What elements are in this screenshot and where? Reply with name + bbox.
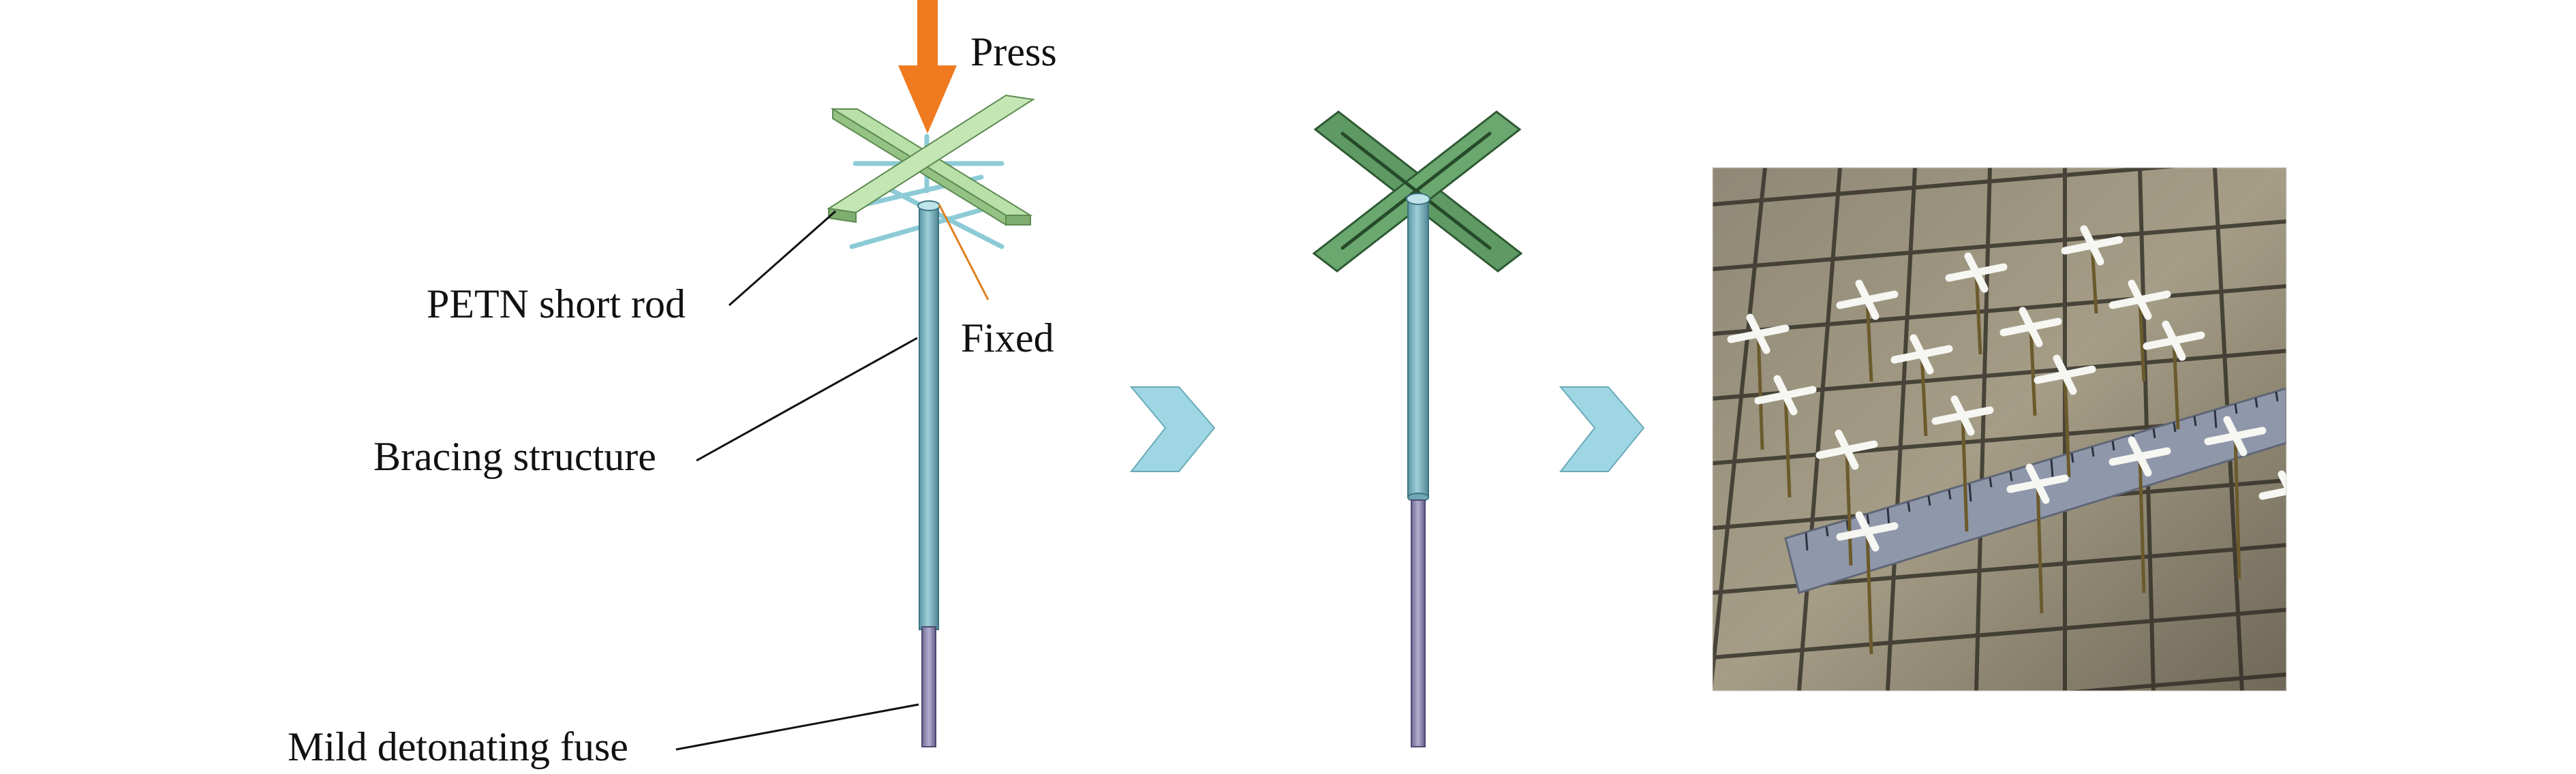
grid-line — [2290, 168, 2331, 691]
ruler-tick — [2254, 397, 2258, 408]
bracing-structure-label: Bracing structure — [373, 434, 656, 479]
ruler-tick — [1825, 526, 1829, 537]
pin — [2006, 463, 2069, 614]
pin — [2109, 436, 2171, 593]
ruler-tick — [1886, 508, 1890, 527]
mild-detonating-fuse — [921, 626, 936, 747]
grid-line — [1886, 168, 1917, 691]
petn-rod-cross-assembled — [1312, 110, 1523, 273]
ruler-tick — [1968, 483, 1972, 502]
ruler-tick — [2009, 471, 2013, 482]
petn-short-rod-label: PETN short rod — [427, 281, 686, 326]
ruler-tick — [1948, 489, 1952, 500]
fixed-label: Fixed — [961, 315, 1054, 360]
pin — [2034, 354, 2096, 478]
ruler-tick — [1866, 514, 1870, 525]
grid-line — [2515, 168, 2576, 691]
mild-detonating-fuse-label: Mild detonating fuse — [288, 724, 628, 769]
photo-pin-array — [1713, 168, 2576, 691]
pin — [1999, 307, 2062, 416]
pin — [2109, 279, 2171, 382]
grid-line — [1713, 608, 2286, 660]
grid-line — [1797, 168, 1842, 691]
fuse-leader-line — [675, 703, 919, 751]
pin — [2258, 470, 2286, 500]
pin — [1931, 395, 1994, 532]
ruler-tick — [1907, 501, 1911, 512]
pin — [1836, 279, 1899, 382]
ruler-tick — [2234, 403, 2238, 414]
grid-line — [1713, 168, 1767, 691]
ruler-tick — [2193, 416, 2197, 427]
pin — [1754, 375, 1817, 498]
grid-line — [1713, 168, 2180, 206]
grid-line — [2065, 672, 2286, 691]
pin — [1945, 252, 2008, 355]
petn-rod-cross — [827, 94, 1035, 226]
ruler-tick — [2213, 409, 2218, 429]
ruler-tick — [2070, 452, 2074, 463]
bracing-leader-line — [696, 337, 918, 462]
chevron-right-icon — [1559, 386, 1645, 472]
pin — [2143, 320, 2205, 430]
ruler-tick — [2173, 422, 2177, 433]
fixed-leader-line — [938, 204, 990, 300]
grid-line — [1974, 168, 1992, 691]
grid-line — [2365, 168, 2419, 691]
ruler-tick — [2275, 391, 2279, 402]
pin — [2204, 416, 2267, 580]
down-arrow-icon — [898, 0, 957, 134]
pin — [1890, 334, 1953, 437]
ruler-tick — [2111, 440, 2115, 451]
panel-2-assembled-unit — [1312, 110, 1523, 747]
grid-line — [2440, 168, 2508, 691]
ruler-tick — [1927, 495, 1931, 506]
ruler-tick — [1805, 532, 1809, 551]
ruler-tick — [2152, 428, 2156, 439]
grid-line — [1713, 219, 2286, 271]
photo-frame — [1712, 167, 2287, 692]
tube-top-cap — [1406, 193, 1430, 205]
chevron-right-icon — [1129, 386, 1216, 472]
ruler — [1784, 387, 2286, 594]
pin — [1836, 511, 1899, 655]
pin — [1727, 313, 1790, 450]
bracing-structure-tube — [917, 200, 940, 630]
petn-leader-line — [729, 210, 836, 307]
grid-line — [1713, 284, 2286, 336]
bracing-structure-tube-assembled — [1407, 197, 1429, 498]
ruler-tick — [1989, 477, 1993, 488]
ruler-tick — [2050, 459, 2054, 478]
panel-1-exploded-assembly: Press Fixed PETN short rod Bracing struc… — [288, 0, 1057, 769]
ruler-tick — [2091, 446, 2095, 457]
pin — [2061, 225, 2123, 314]
pin — [1815, 429, 1878, 566]
mild-detonating-fuse-assembled — [1411, 499, 1426, 747]
press-label: Press — [970, 29, 1057, 74]
